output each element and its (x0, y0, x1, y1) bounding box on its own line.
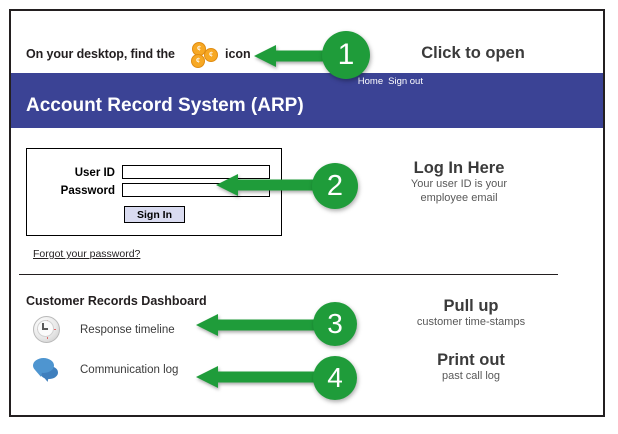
dashboard-title: Customer Records Dashboard (26, 294, 207, 308)
password-label: Password (60, 185, 115, 197)
dashboard-item-label-communication-log[interactable]: Communication log (80, 364, 179, 376)
callout-3: Pull up customer time-stamps (381, 297, 561, 330)
coin-icon-2: ¢ (204, 48, 218, 62)
desktop-instruction-text-after: icon (225, 47, 251, 61)
user-id-input[interactable] (122, 165, 270, 179)
user-id-label: User ID (74, 167, 115, 179)
callout-1: Click to open (383, 44, 563, 63)
nav-link-home[interactable]: Home (357, 76, 384, 87)
clock-icon (33, 316, 60, 343)
annotation-arrow-1 (254, 45, 334, 67)
annotation-arrow-4 (196, 366, 326, 388)
step-badge-2: 2 (312, 163, 358, 209)
desktop-instruction-text-before: On your desktop, find the (26, 47, 175, 61)
callout-1-heading: Click to open (421, 44, 525, 62)
speech-bubbles-icon (33, 358, 63, 383)
section-divider (19, 274, 558, 275)
step-badge-4: 4 (313, 356, 357, 400)
coin-icon-3: ¢ (191, 54, 205, 68)
callout-2-heading: Log In Here (413, 159, 505, 177)
step-badge-3: 3 (313, 302, 357, 346)
header-nav-links: Home Sign out (358, 76, 423, 87)
nav-link-sign-out[interactable]: Sign out (388, 76, 423, 87)
callout-3-subtext: customer time-stamps (416, 316, 526, 328)
annotation-arrow-3 (196, 314, 326, 336)
callout-3-heading: Pull up (443, 297, 499, 315)
app-header-bar: Home Sign out Account Record System (ARP) (11, 73, 603, 128)
dashboard-item-label-response-timeline[interactable]: Response timeline (80, 324, 175, 336)
sign-in-button[interactable]: Sign In (124, 206, 185, 223)
annotation-arrow-2 (216, 174, 326, 196)
callout-4: Print out past call log (381, 351, 561, 384)
forgot-password-link[interactable]: Forgot your password? (33, 248, 141, 260)
callout-4-heading: Print out (437, 351, 505, 369)
desktop-instruction-row: On your desktop, find the ¢ ¢ ¢ icon (11, 11, 603, 73)
callout-4-subtext: past call log (441, 370, 501, 382)
step-badge-1: 1 (322, 31, 370, 79)
app-title: Account Record System (ARP) (26, 95, 304, 116)
application-window: On your desktop, find the ¢ ¢ ¢ icon Hom… (9, 9, 605, 417)
coins-icon: ¢ ¢ ¢ (189, 41, 225, 71)
